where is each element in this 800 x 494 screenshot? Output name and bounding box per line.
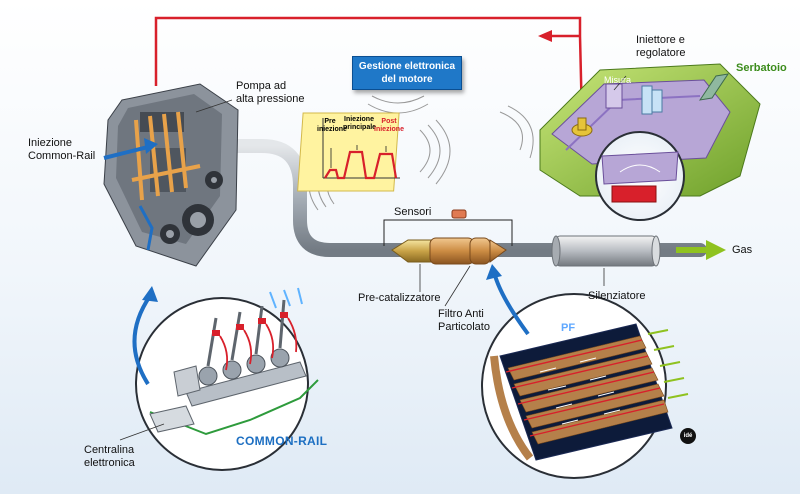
injection-graph bbox=[297, 112, 400, 192]
graph-main-line2: principale bbox=[343, 124, 377, 131]
silencer-label: Silenziatore bbox=[588, 290, 646, 302]
leader-lines bbox=[119, 75, 627, 441]
ecu-box: Gestione elettronica del motore bbox=[352, 56, 462, 90]
graph-post-line1: Post bbox=[381, 118, 397, 125]
graph-main-label: Iniezione principale bbox=[343, 116, 377, 132]
ecu-box-line2: del motore bbox=[381, 74, 433, 85]
graph-pre-label: Pre iniezione bbox=[317, 118, 347, 134]
injector-label-line2: regolatore bbox=[636, 47, 686, 59]
sensor bbox=[451, 209, 467, 219]
ecu-unit-label-line1: Centralina bbox=[84, 444, 135, 456]
silencer-shape bbox=[551, 235, 661, 267]
filter-detail-bubble bbox=[481, 293, 689, 479]
fuel-line-arrow bbox=[538, 30, 552, 42]
rail-arrow bbox=[132, 294, 152, 386]
ecu-box-line1: Gestione elettronica bbox=[358, 61, 456, 72]
pump-label-line2: alta pressione bbox=[236, 93, 305, 105]
common-rail-title: COMMON-RAIL bbox=[236, 434, 328, 448]
catalyst-assembly bbox=[391, 237, 507, 265]
fuel-line bbox=[154, 16, 584, 121]
precat-label: Pre-catalizzatore bbox=[358, 292, 441, 304]
filter-label-line1: Filtro Anti bbox=[438, 308, 484, 320]
graph-pre-line1: Pre bbox=[324, 118, 336, 125]
graph-post-line2: iniezione bbox=[374, 126, 404, 133]
ecu-unit-label: Centralina elettronica bbox=[84, 444, 135, 470]
engine bbox=[103, 83, 239, 267]
measure-label: Misura bbox=[604, 75, 632, 85]
tank-detail-bubble bbox=[595, 131, 685, 221]
pump-label: Pompa ad alta pressione bbox=[236, 80, 305, 106]
pump-label-line1: Pompa ad bbox=[236, 80, 287, 92]
sensors-label: Sensori bbox=[394, 206, 432, 218]
injection-label-line1: Iniezione bbox=[28, 137, 73, 149]
injection-label-line2: Common-Rail bbox=[28, 150, 96, 162]
injector-label-line1: Iniettore e bbox=[636, 34, 685, 46]
pf-title: PF bbox=[561, 322, 576, 334]
ecu-unit-label-line2: elettronica bbox=[84, 457, 135, 469]
gas-label: Gas bbox=[732, 244, 753, 256]
tank bbox=[539, 63, 761, 197]
filter-label: Filtro Anti Particolato bbox=[438, 308, 490, 334]
graph-main-line1: Iniezione bbox=[344, 116, 374, 123]
injector-label: Iniettore e regolatore bbox=[636, 34, 686, 60]
tank-label: Serbatoio bbox=[736, 62, 787, 74]
publisher-logo: idé bbox=[680, 428, 696, 444]
filter-label-line2: Particolato bbox=[438, 321, 490, 333]
injection-label: Iniezione Common-Rail bbox=[28, 137, 95, 163]
graph-post-label: Post iniezione bbox=[374, 118, 404, 134]
sensor-bracket bbox=[383, 219, 513, 246]
graph-pre-line2: iniezione bbox=[317, 126, 347, 133]
